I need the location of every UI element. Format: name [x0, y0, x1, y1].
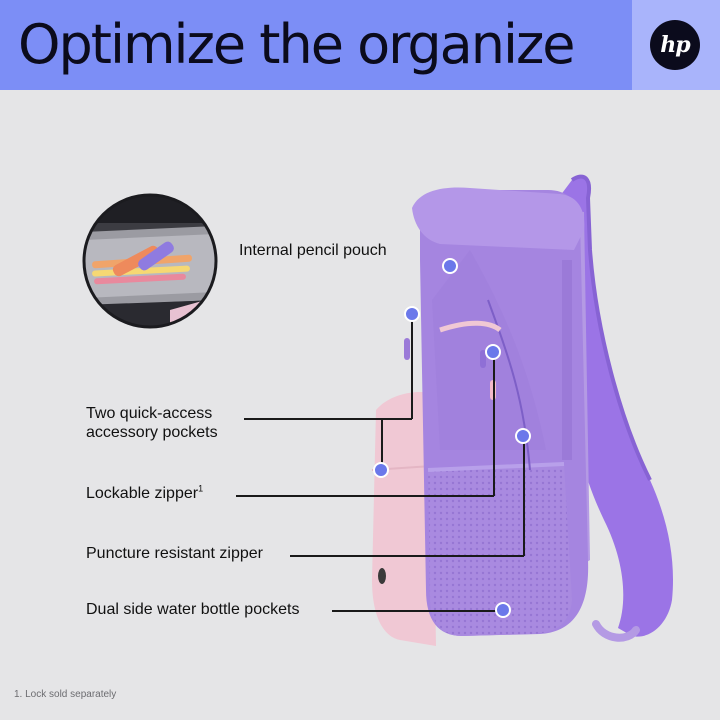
label-puncture-zipper-text: Puncture resistant zipper [86, 545, 263, 562]
label-lockable-zipper-footnote-mark: 1 [198, 483, 204, 494]
backpack [371, 174, 674, 646]
label-bottle-pockets-text: Dual side water bottle pockets [86, 601, 300, 618]
label-puncture-zipper: Puncture resistant zipper [86, 544, 263, 564]
callout-line-quick-access-v [411, 316, 413, 419]
callout-line-puncture [290, 555, 524, 557]
callout-line-puncture-v [523, 440, 525, 556]
label-lockable-zipper: Lockable zipper1 [86, 484, 203, 504]
callout-line-lockable [236, 495, 494, 497]
callout-line-lockable-v [493, 353, 495, 496]
callout-dot-bottle-pocket [495, 602, 511, 618]
label-quick-access: Two quick-access accessory pockets [86, 404, 218, 442]
callout-dot-pencil-pouch [442, 258, 458, 274]
callout-dot-lockable-zipper [485, 344, 501, 360]
pencil-pouch-inset [82, 193, 218, 329]
callout-dot-pocket-lower [373, 462, 389, 478]
page-title: Optimize the organize [18, 13, 576, 76]
callout-dot-puncture-zipper [515, 428, 531, 444]
logo-block: hp [632, 0, 720, 90]
callout-line-bottle [332, 610, 496, 612]
label-bottle-pockets: Dual side water bottle pockets [86, 600, 299, 620]
hp-logo: hp [650, 20, 700, 70]
footnote: 1. Lock sold separately [14, 689, 117, 700]
callout-line-quick-access-v2 [381, 420, 383, 466]
header-banner: Optimize the organize [0, 0, 632, 90]
callout-line-quick-access [244, 418, 412, 420]
label-pencil-pouch-text: Internal pencil pouch [239, 242, 387, 259]
label-quick-access-line2: accessory pockets [86, 424, 218, 441]
callout-dot-pocket-upper [404, 306, 420, 322]
label-pencil-pouch: Internal pencil pouch [239, 241, 387, 261]
label-quick-access-line1: Two quick-access [86, 405, 213, 422]
label-lockable-zipper-text: Lockable zipper [86, 485, 199, 502]
